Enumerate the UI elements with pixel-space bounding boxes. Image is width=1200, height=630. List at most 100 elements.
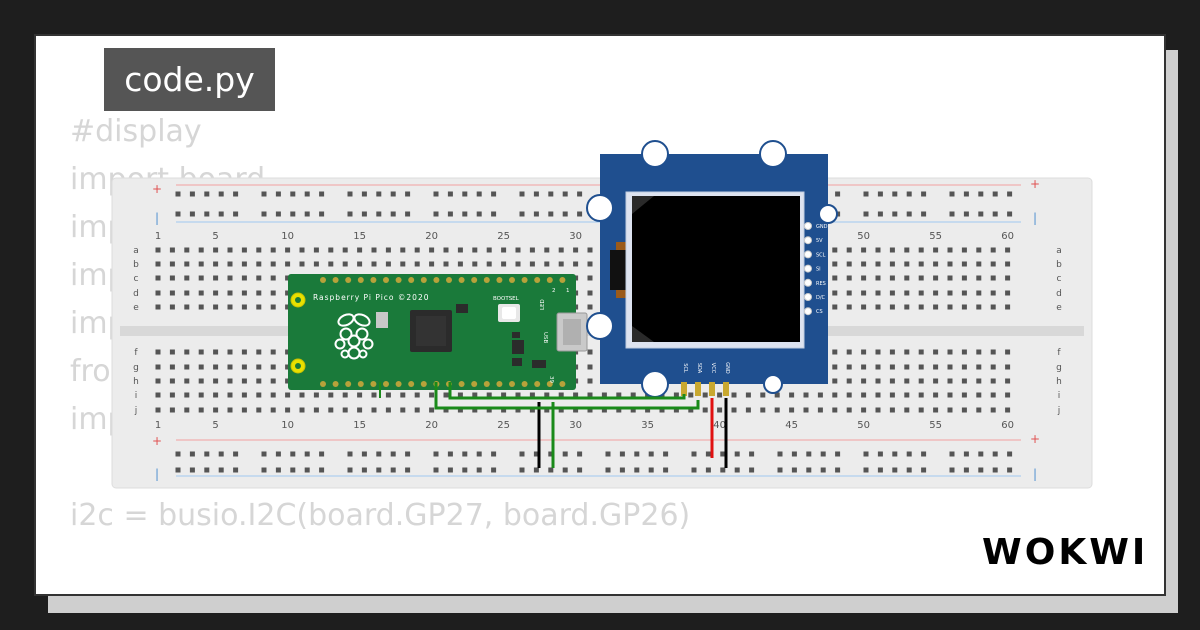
hole[interactable] bbox=[357, 247, 363, 253]
hole[interactable] bbox=[702, 407, 708, 413]
hole[interactable] bbox=[990, 247, 996, 253]
hole[interactable] bbox=[904, 364, 910, 370]
rail-hole[interactable] bbox=[175, 191, 181, 197]
rail-hole[interactable] bbox=[992, 191, 998, 197]
rail-hole[interactable] bbox=[347, 191, 353, 197]
rail-hole[interactable] bbox=[476, 191, 482, 197]
hole[interactable] bbox=[227, 275, 233, 281]
rail-hole[interactable] bbox=[405, 211, 411, 217]
hole[interactable] bbox=[270, 290, 276, 296]
hole[interactable] bbox=[717, 392, 723, 398]
rail-hole[interactable] bbox=[304, 211, 310, 217]
hole[interactable] bbox=[861, 349, 867, 355]
hole[interactable] bbox=[645, 407, 651, 413]
hole[interactable] bbox=[472, 392, 478, 398]
hole[interactable] bbox=[601, 407, 607, 413]
rail-hole[interactable] bbox=[204, 211, 210, 217]
rail-hole[interactable] bbox=[777, 451, 783, 457]
hole[interactable] bbox=[457, 247, 463, 253]
hole[interactable] bbox=[846, 290, 852, 296]
rail-hole[interactable] bbox=[204, 191, 210, 197]
hole[interactable] bbox=[1005, 247, 1011, 253]
rail-hole[interactable] bbox=[906, 451, 912, 457]
hole[interactable] bbox=[846, 364, 852, 370]
rail-hole[interactable] bbox=[519, 467, 525, 473]
hole[interactable] bbox=[875, 407, 881, 413]
hole[interactable] bbox=[256, 407, 262, 413]
hole[interactable] bbox=[659, 407, 665, 413]
hole[interactable] bbox=[990, 275, 996, 281]
hole[interactable] bbox=[918, 378, 924, 384]
rail-hole[interactable] bbox=[204, 451, 210, 457]
hole[interactable] bbox=[213, 349, 219, 355]
hole[interactable] bbox=[184, 378, 190, 384]
rail-hole[interactable] bbox=[806, 467, 812, 473]
rail-hole[interactable] bbox=[275, 191, 281, 197]
hole[interactable] bbox=[832, 290, 838, 296]
hole[interactable] bbox=[328, 392, 334, 398]
hole[interactable] bbox=[241, 304, 247, 310]
hole[interactable] bbox=[961, 392, 967, 398]
hole[interactable] bbox=[155, 364, 161, 370]
hole[interactable] bbox=[889, 261, 895, 267]
rail-hole[interactable] bbox=[548, 451, 554, 457]
hole[interactable] bbox=[328, 261, 334, 267]
hole[interactable] bbox=[861, 261, 867, 267]
rail-hole[interactable] bbox=[734, 467, 740, 473]
hole[interactable] bbox=[933, 378, 939, 384]
hole[interactable] bbox=[313, 407, 319, 413]
hole[interactable] bbox=[904, 290, 910, 296]
rail-hole[interactable] bbox=[376, 191, 382, 197]
rail-hole[interactable] bbox=[447, 451, 453, 457]
hole[interactable] bbox=[933, 261, 939, 267]
hole[interactable] bbox=[861, 247, 867, 253]
hole[interactable] bbox=[169, 247, 175, 253]
rail-hole[interactable] bbox=[233, 211, 239, 217]
rail-hole[interactable] bbox=[634, 467, 640, 473]
hole[interactable] bbox=[155, 275, 161, 281]
hole[interactable] bbox=[285, 392, 291, 398]
hole[interactable] bbox=[990, 349, 996, 355]
hole[interactable] bbox=[846, 247, 852, 253]
hole[interactable] bbox=[256, 392, 262, 398]
rail-hole[interactable] bbox=[491, 467, 497, 473]
rail-hole[interactable] bbox=[605, 451, 611, 457]
hole[interactable] bbox=[155, 378, 161, 384]
rail-hole[interactable] bbox=[304, 451, 310, 457]
hole[interactable] bbox=[429, 247, 435, 253]
hole[interactable] bbox=[587, 290, 593, 296]
hole[interactable] bbox=[961, 304, 967, 310]
hole[interactable] bbox=[155, 290, 161, 296]
hole[interactable] bbox=[285, 261, 291, 267]
hole[interactable] bbox=[817, 392, 823, 398]
rail-hole[interactable] bbox=[390, 211, 396, 217]
hole[interactable] bbox=[342, 407, 348, 413]
rail-hole[interactable] bbox=[577, 211, 583, 217]
rail-hole[interactable] bbox=[921, 191, 927, 197]
hole[interactable] bbox=[616, 392, 622, 398]
hole[interactable] bbox=[385, 261, 391, 267]
hole[interactable] bbox=[544, 247, 550, 253]
rail-hole[interactable] bbox=[791, 467, 797, 473]
hole[interactable] bbox=[558, 247, 564, 253]
hole[interactable] bbox=[457, 392, 463, 398]
hole[interactable] bbox=[587, 407, 593, 413]
hole[interactable] bbox=[299, 247, 305, 253]
rail-hole[interactable] bbox=[1007, 191, 1013, 197]
hole[interactable] bbox=[587, 261, 593, 267]
rail-hole[interactable] bbox=[261, 451, 267, 457]
hole[interactable] bbox=[515, 261, 521, 267]
rail-hole[interactable] bbox=[390, 191, 396, 197]
hole[interactable] bbox=[587, 364, 593, 370]
rail-hole[interactable] bbox=[347, 467, 353, 473]
hole[interactable] bbox=[385, 247, 391, 253]
hole[interactable] bbox=[400, 247, 406, 253]
hole[interactable] bbox=[875, 261, 881, 267]
hole[interactable] bbox=[285, 304, 291, 310]
rail-hole[interactable] bbox=[820, 451, 826, 457]
hole[interactable] bbox=[227, 392, 233, 398]
hole[interactable] bbox=[976, 364, 982, 370]
hole[interactable] bbox=[184, 261, 190, 267]
hole[interactable] bbox=[313, 392, 319, 398]
hole[interactable] bbox=[213, 304, 219, 310]
